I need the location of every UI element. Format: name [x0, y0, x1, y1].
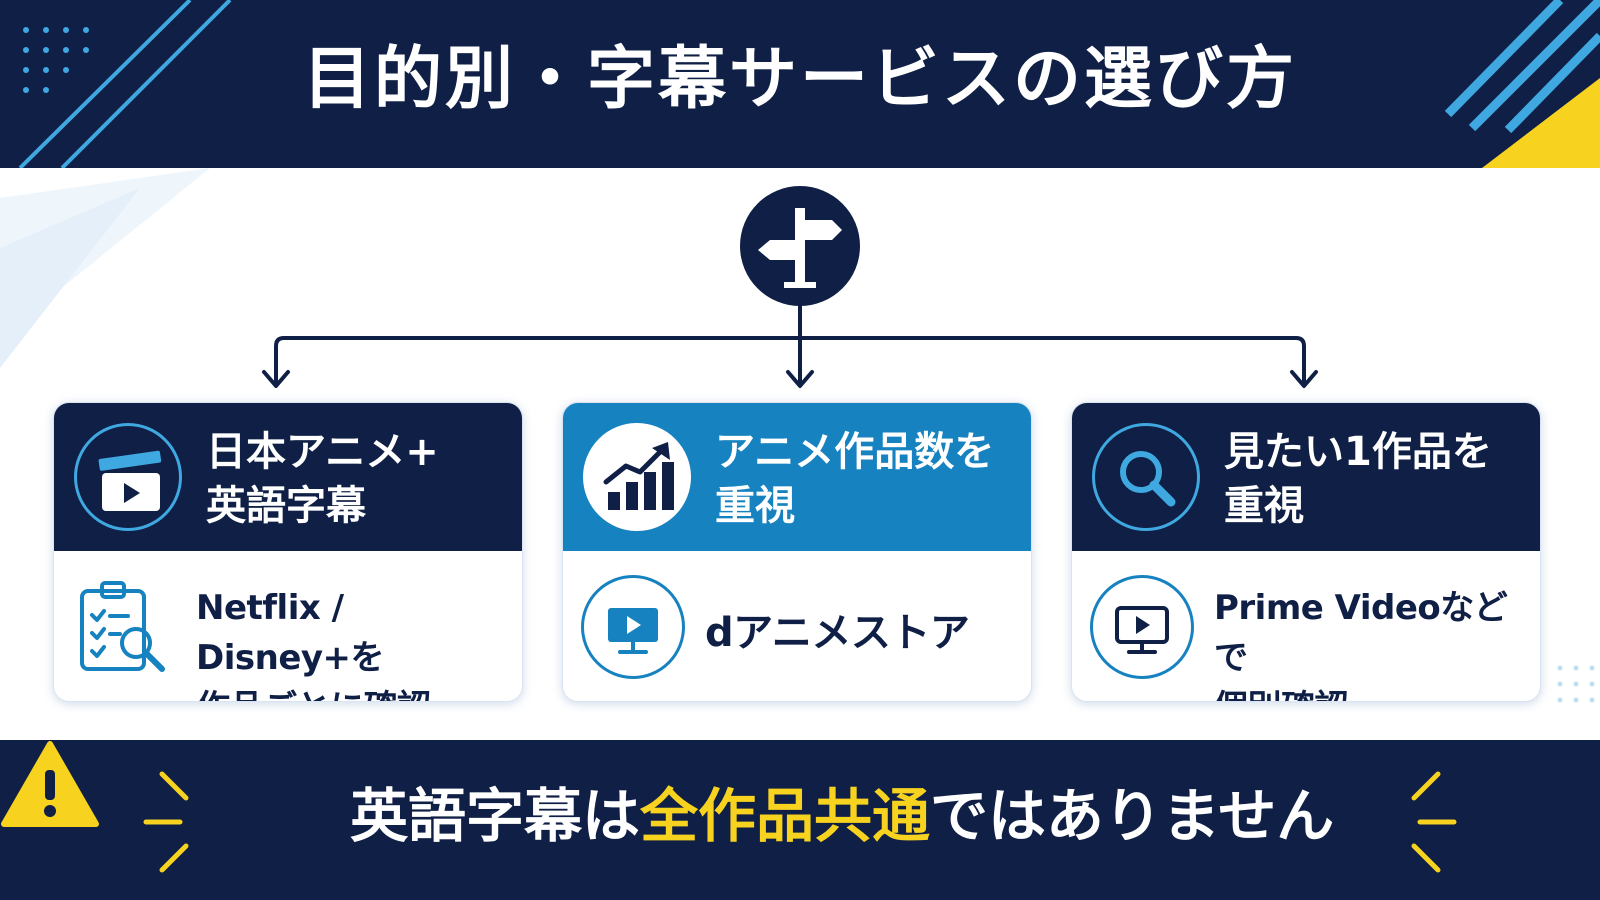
stripe-decoration-left [18, 0, 232, 168]
yellow-corner-decoration [1482, 78, 1600, 168]
warning-triangle-icon [1, 741, 99, 827]
warning-message: 英語字幕は全作品共通ではありません [350, 782, 1335, 850]
card-recommendation: Netflix / Disney+を 作品ごとに確認 [196, 588, 431, 701]
signpost-icon [758, 208, 842, 288]
card-body-icon [581, 575, 685, 679]
connector-branch-line [274, 336, 1306, 384]
card-body-icon [72, 575, 176, 679]
card-heading: 見たい1作品を 重視 [1224, 429, 1492, 529]
dot-grid-decoration-right [1557, 665, 1595, 703]
card-heading: アニメ作品数を 重視 [715, 429, 995, 529]
card-heading-icon-circle [583, 423, 691, 531]
stripe-decoration-right [1444, 0, 1600, 134]
page-title: 目的別・字幕サービスの選び方 [302, 40, 1297, 119]
card-header: 日本アニメ+ 英語字幕 [54, 403, 522, 551]
magnifier-icon [1120, 451, 1176, 507]
arrow-down-center-icon [786, 370, 814, 388]
background-decoration [0, 168, 1595, 703]
card-header: アニメ作品数を 重視 [563, 403, 1031, 551]
header-decoration [18, 0, 1600, 168]
decision-hub [740, 186, 860, 306]
arrow-down-right-icon [1290, 370, 1318, 388]
card-body-icon [1090, 575, 1194, 679]
option-card-single-title[interactable]: 見たい1作品を 重視 Prime Videoなどで 個別確認 [1071, 402, 1541, 702]
arrow-down-left-icon [262, 370, 290, 388]
tv-play-icon [1115, 606, 1169, 654]
header-banner: 目的別・字幕サービスの選び方 [0, 0, 1600, 168]
clipboard-checklist-search-icon [80, 581, 165, 672]
dot-grid-decoration [23, 27, 89, 93]
card-header: 見たい1作品を 重視 [1072, 403, 1540, 551]
warning-banner: 英語字幕は全作品共通ではありません [0, 740, 1600, 900]
growth-bar-chart-icon [603, 442, 674, 510]
card-recommendation: dアニメストア [705, 610, 970, 656]
card-recommendation: Prime Videoなどで 個別確認 [1214, 588, 1508, 701]
warning-emphasis: 全作品共通 [640, 782, 931, 850]
warning-burst-decoration [143, 771, 1457, 873]
video-clapperboard-icon [98, 450, 162, 511]
option-card-anime-catalog[interactable]: アニメ作品数を 重視 dアニメストア [562, 402, 1032, 702]
card-heading: 日本アニメ+ 英語字幕 [206, 429, 439, 529]
option-card-japanese-anime[interactable]: 日本アニメ+ 英語字幕 Netflix / Disney+を 作品ごとに確認 [53, 402, 523, 702]
card-heading-icon-circle [1092, 423, 1200, 531]
card-heading-icon-circle [74, 423, 182, 531]
monitor-play-icon [608, 608, 658, 654]
